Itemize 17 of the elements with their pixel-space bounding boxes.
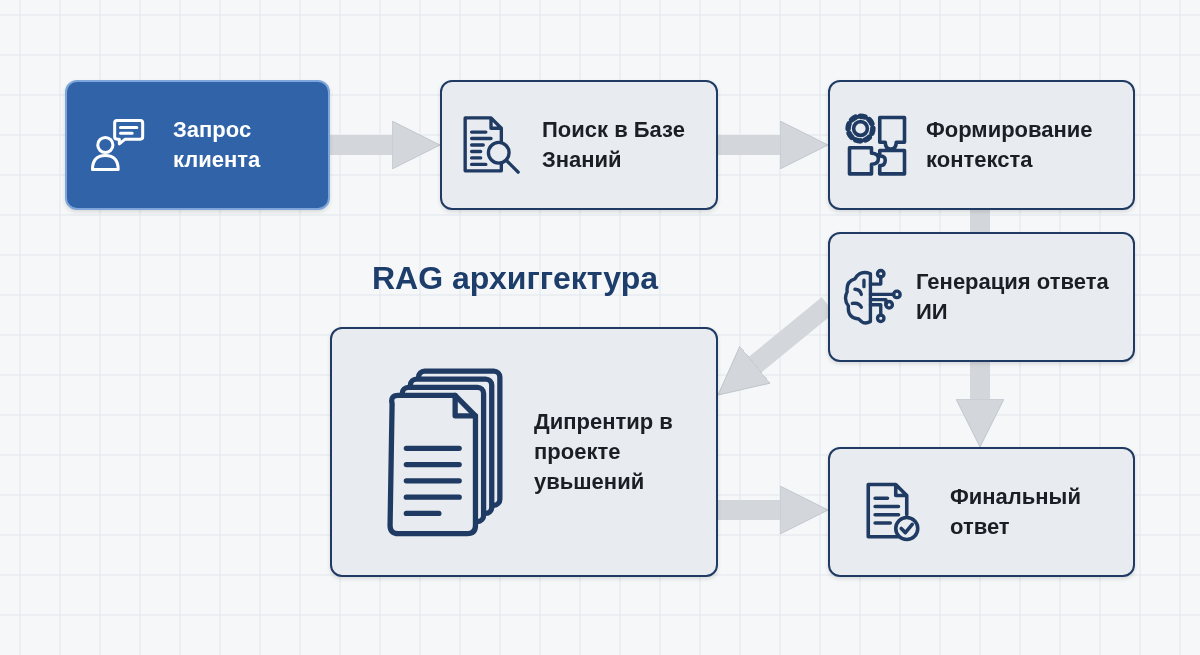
block-arrow [330, 120, 441, 170]
node-label: Дипрентир в проекте увьшений [534, 408, 674, 496]
process-box [440, 80, 718, 210]
node-label: Финальный ответ [950, 483, 1082, 541]
block-arrow [718, 485, 829, 535]
process-box [330, 327, 718, 577]
process-box [65, 80, 330, 210]
node-label: Поиск в Базе Знаний [542, 116, 686, 174]
process-box [828, 232, 1135, 362]
block-arrow [955, 362, 1005, 448]
node-label: Запрос клиента [173, 116, 262, 174]
process-box [828, 447, 1135, 577]
process-box [828, 80, 1135, 210]
node-label: Формирование контекста [926, 116, 1094, 174]
diagram-title: RAG архиггектура [372, 260, 659, 297]
block-arrow [718, 120, 829, 170]
node-label: Генерация ответа ИИ [916, 268, 1110, 326]
